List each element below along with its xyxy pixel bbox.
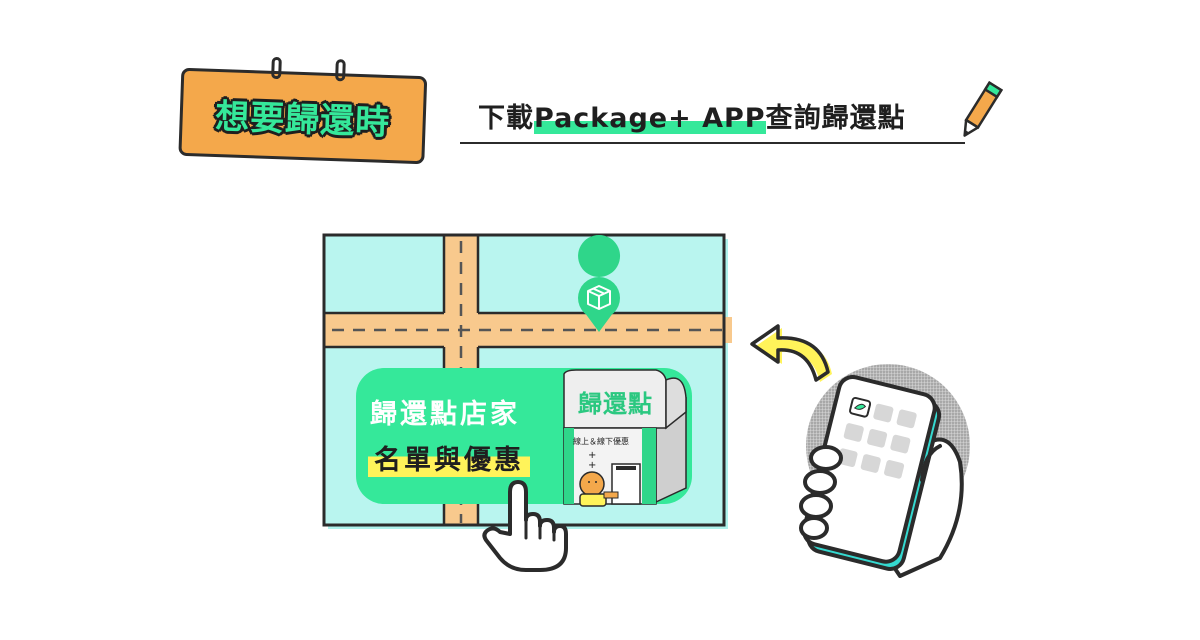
package-box-icon [578, 235, 621, 332]
store-note: 線上＆線下優惠 [573, 437, 629, 446]
subtitle-prefix: 下載 [478, 103, 534, 134]
header-tag: 想要歸還時 [178, 56, 428, 165]
tag-title: 想要歸還時 [214, 96, 391, 143]
subtitle-suffix: 查詢歸還點 [765, 103, 906, 134]
banner-title-line2: 名單與優惠 [368, 438, 530, 477]
svg-text:+: + [588, 460, 596, 471]
banner-title-line1: 歸還點店家 [370, 399, 520, 430]
subtitle-underline [460, 142, 965, 144]
pencil-icon [963, 80, 1004, 137]
return-store-illustration: + + [563, 369, 687, 507]
pointing-hand-icon [482, 480, 568, 572]
subtitle: 下載Package+ APP查詢歸還點 [478, 96, 906, 134]
phone-icon [799, 364, 970, 578]
store-sign: 歸還點 [578, 390, 653, 418]
curved-arrow-icon [750, 324, 832, 382]
subtitle-highlight: Package+ APP [534, 103, 766, 134]
svg-text:+: + [588, 450, 596, 461]
